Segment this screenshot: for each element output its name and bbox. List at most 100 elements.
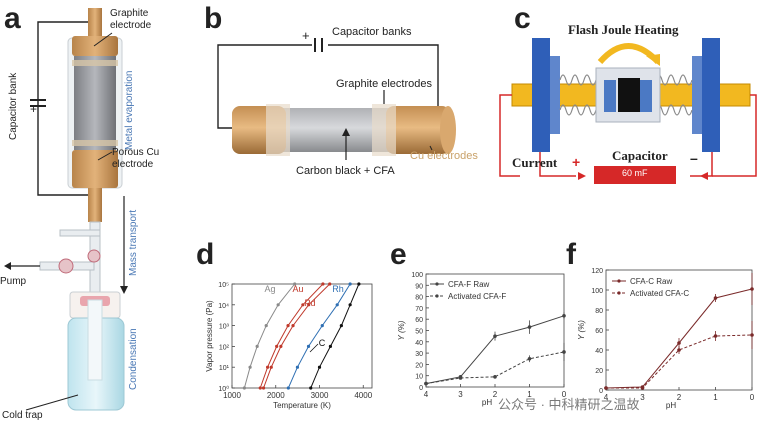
porous-leader (97, 151, 113, 161)
chart-d-point-pd (307, 303, 311, 307)
panel-label-d: d (196, 238, 215, 271)
chart-f-line-0 (605, 288, 753, 389)
chart-d-point-ag (248, 365, 252, 369)
left-band (266, 104, 290, 156)
chart-d-point-c (309, 386, 313, 390)
chart-d-ytick-label: 10⁰ (218, 385, 229, 393)
graphite-electrode-label: Graphite electrode (110, 8, 152, 31)
chart-e-frame (425, 273, 565, 388)
chart-d-point-au (301, 303, 305, 307)
chart-e-point-0 (527, 325, 532, 329)
left-clamp-inner (550, 56, 560, 134)
chart-e-point-0 (493, 334, 497, 338)
condensation-label: Condensation (128, 328, 139, 390)
panel-label-c: c (514, 2, 531, 35)
chart-d-xtick-label: 1000 (223, 391, 241, 400)
chart-e-ytick-label: 100 (411, 272, 423, 279)
chart-f-point-0 (750, 287, 754, 291)
chart-f-point-0 (677, 341, 681, 345)
carbon-black-arrow (342, 128, 350, 136)
graphite-tube (232, 108, 448, 152)
capacitor-plus-sign: + (30, 102, 38, 116)
chart-d-ylabel: Vapor pressure (Pa) (205, 300, 214, 372)
panel-label-b: b (204, 2, 223, 35)
chart-d-xtick-label: 2000 (267, 391, 285, 400)
chart-d-point-pd (279, 344, 283, 348)
upper-cu-ring (72, 36, 118, 56)
current-plus-sign: + (572, 154, 581, 170)
yellow-rod (511, 83, 751, 107)
chart-f-ytick-label: 60 (595, 328, 603, 335)
flash-joule-label: Flash Joule Heating (568, 22, 679, 37)
right-clamp-outer (702, 38, 720, 152)
chart-d-point-ag (264, 324, 268, 328)
watermark-text: 公众号 · 中科精研之温故 (498, 397, 640, 412)
left-cu-electrode (232, 106, 286, 154)
chart-f-legend-marker-1 (617, 291, 621, 295)
chart-f-point-0 (713, 296, 718, 300)
graphite-electrodes-label: Graphite electrodes (336, 78, 432, 90)
chart-e-ytick-label: 70 (415, 306, 423, 313)
chart-f-point-0 (640, 385, 645, 389)
chart-d-point-au (286, 324, 290, 328)
chart-f-ytick-label: 120 (591, 268, 603, 275)
bottom-cu-stub (88, 188, 102, 222)
chart-f-legend-label-1: Activated CFA-C (630, 289, 689, 298)
right-cu-end (440, 106, 456, 154)
chart-f-point-1 (677, 348, 681, 352)
chart-e-ytick-label: 80 (415, 295, 423, 302)
chart-f-xlabel: pH (666, 401, 676, 410)
lower-cu-electrode (72, 150, 118, 188)
chart-d-ytick-label: 10⁴ (218, 303, 229, 310)
right-band (372, 104, 396, 156)
chart-d-point-pd (291, 324, 295, 328)
chart-f-xtick-label: 2 (677, 393, 682, 402)
chart-e-ytick-label: 60 (415, 317, 423, 324)
chart-d-point-au (321, 282, 325, 286)
pump-label: Pump (0, 276, 27, 287)
chart-e-ytick-label: 0 (419, 385, 423, 392)
inner-tube (87, 299, 103, 381)
band-lower (72, 140, 118, 146)
chart-e-ytick-label: 40 (415, 340, 423, 347)
chart-e-line-0 (425, 315, 565, 385)
chart-d-ytick-label: 10² (219, 344, 230, 351)
mass-transport-arrow (120, 286, 128, 294)
chart-d-line-rh (287, 283, 351, 389)
chart-d-point-c (348, 303, 352, 307)
chart-d-point-ag (255, 344, 259, 348)
chart-d-point-rh (348, 282, 352, 286)
chart-e-line-1 (425, 351, 565, 385)
left-spring (559, 74, 597, 116)
chart-f-frame (605, 269, 753, 391)
chart-e-point-1 (562, 350, 566, 354)
upper-side-tube (59, 229, 101, 237)
panel-label-a: a (4, 2, 21, 35)
chart-e-legend-marker-1 (435, 294, 439, 298)
chart-d-series-label-pd: Pd (304, 298, 315, 308)
chart-d-xtick-label: 4000 (354, 391, 372, 400)
chart-e-ytick-label: 10 (415, 374, 423, 381)
chart-d-series-label-au: Au (292, 284, 303, 294)
capacitor-banks-label: Capacitor banks (332, 26, 412, 38)
capacitor-plus-b: + (302, 28, 310, 43)
chart-f-legend-label-0: CFA-C Raw (630, 277, 672, 286)
right-cu-electrode (386, 106, 450, 154)
band-upper (72, 60, 118, 66)
chart-d-line-pd (263, 283, 331, 389)
chart-d-c-leader (309, 343, 319, 353)
chart-d-point-pd (261, 386, 266, 390)
chart-f-ytick-label: 100 (591, 288, 603, 295)
chart-d-point-pd (328, 282, 332, 286)
chart-d-ytick-label: 10⁵ (218, 282, 229, 289)
chart-f-point-1 (640, 386, 645, 390)
panel-label-e: e (390, 238, 407, 271)
chart-d-point-rh (335, 303, 339, 307)
left-clamp-outer (532, 38, 550, 152)
chart-d-point-rh (295, 365, 300, 369)
chart-d-series-label-rh: Rh (332, 284, 344, 294)
top-cu-stub (88, 8, 102, 36)
chart-d-point-c (328, 344, 333, 348)
porous-cu-label: Porous Cu electrode (112, 147, 160, 170)
chart-d-series-label-c: C (319, 338, 326, 348)
